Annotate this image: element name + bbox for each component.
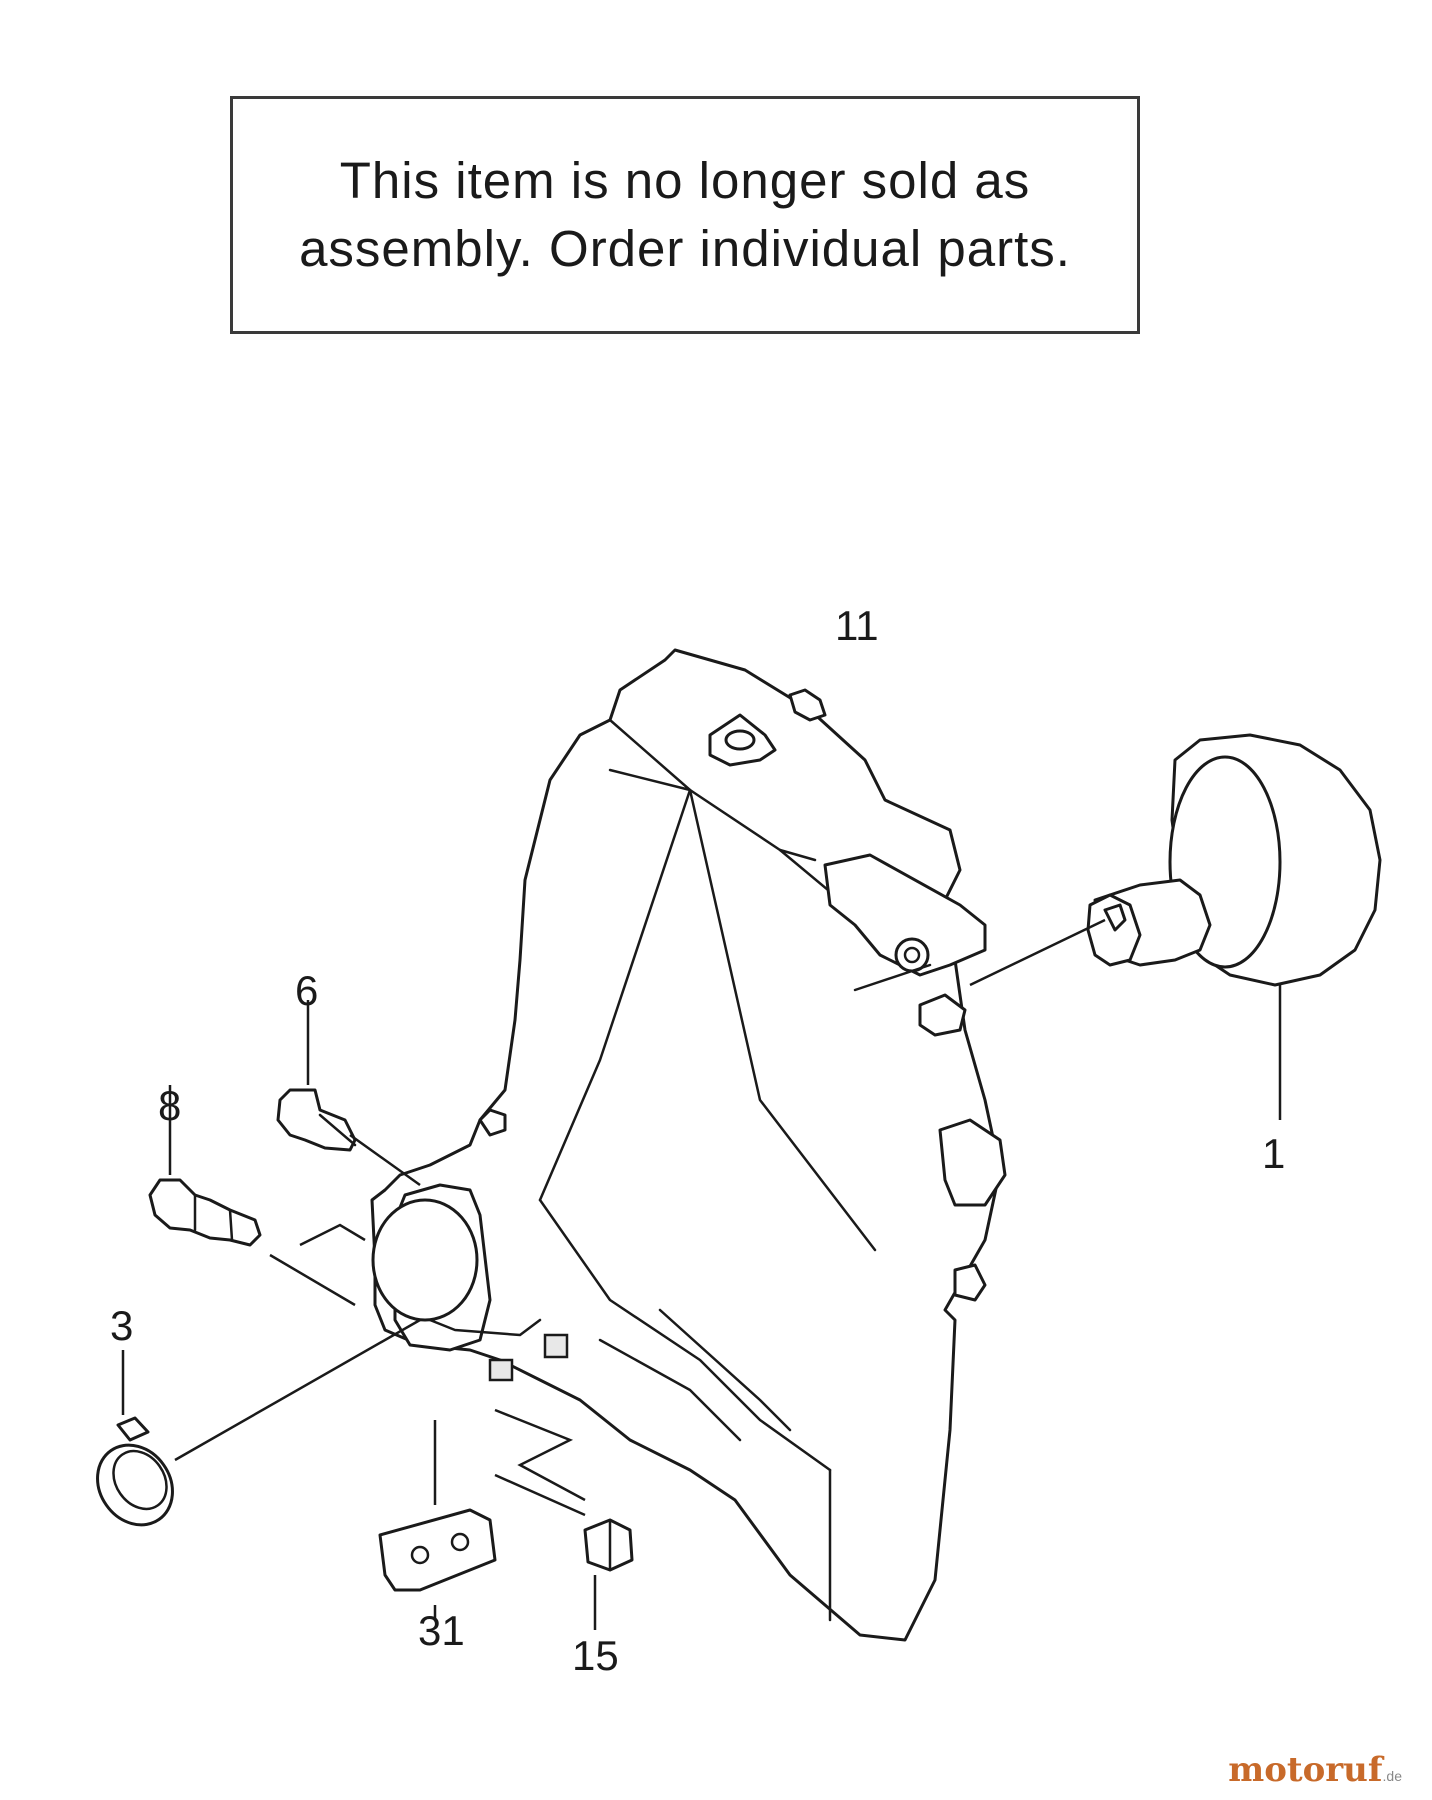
- watermark-logo: motoruf.de: [1228, 1750, 1402, 1790]
- notice-line-2: assembly. Order individual parts.: [299, 220, 1071, 277]
- callout-6: 6: [295, 967, 318, 1014]
- watermark-brand: motoruf: [1228, 1750, 1383, 1790]
- callout-3: 3: [110, 1302, 133, 1349]
- snap-ring-part-3: [96, 1318, 421, 1527]
- callout-11: 11: [835, 602, 879, 649]
- notice-line-1: This item is no longer sold as: [339, 152, 1031, 209]
- plate-part-31: [378, 1420, 497, 1620]
- notice-text: This item is no longer sold as assembly.…: [299, 147, 1071, 283]
- callout-1: 1: [1262, 1130, 1285, 1177]
- notice-box: This item is no longer sold as assembly.…: [230, 96, 1140, 334]
- callout-31: 31: [418, 1607, 465, 1654]
- nut-part-15: [494, 1408, 634, 1630]
- clutch-drum-part-1: [969, 733, 1382, 1120]
- bolt-part-8: [148, 1085, 366, 1307]
- watermark-suffix: .de: [1382, 1768, 1402, 1784]
- housing-part-11: [370, 648, 1007, 1642]
- bolt-part-6: [276, 1000, 421, 1187]
- callout-8: 8: [158, 1082, 181, 1129]
- callout-15: 15: [572, 1632, 619, 1679]
